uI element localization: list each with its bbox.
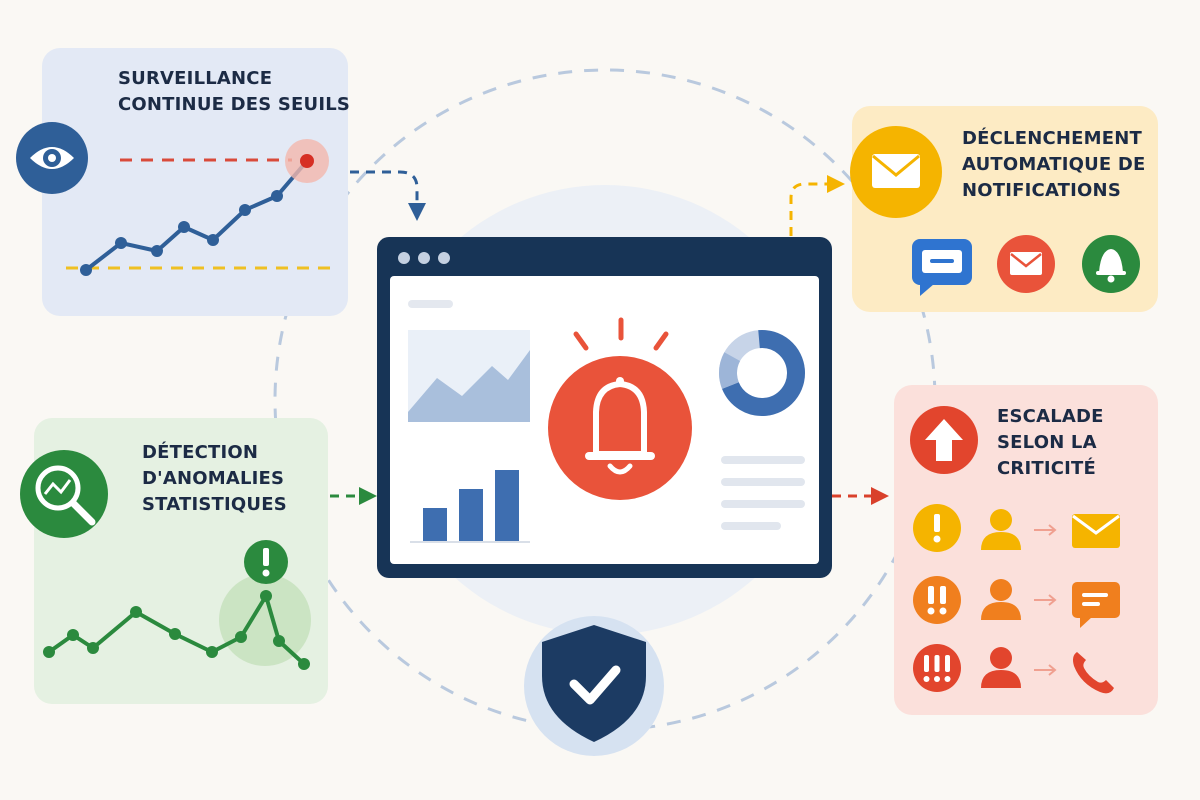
eye-icon <box>16 122 88 194</box>
escalation-panel <box>894 385 1158 715</box>
message-icon <box>1072 582 1120 628</box>
escalation-panel-title: Escalade selon la criticité <box>997 404 1147 482</box>
search-chart-icon <box>20 450 108 538</box>
area-chart-thumbnail <box>408 330 530 422</box>
title-line: Escalade <box>997 406 1104 427</box>
envelope-icon <box>1072 514 1120 548</box>
person-icon <box>981 647 1021 688</box>
title-line: Déclenchement <box>962 128 1142 149</box>
arrow-up-icon <box>910 406 978 474</box>
connector-threshold-to-center <box>350 170 426 221</box>
anomaly-alert-icon <box>244 540 288 584</box>
notification-panel-title: Déclenchement automatique de notificatio… <box>962 126 1152 204</box>
anomaly-trend-points <box>43 590 310 670</box>
envelope-icon <box>850 126 942 218</box>
title-line: automatique de <box>962 154 1146 175</box>
title-line: notifications <box>962 180 1121 201</box>
chat-bubble-icon <box>912 239 972 296</box>
escalation-level-1 <box>913 504 1120 552</box>
threshold-monitoring-panel <box>16 48 348 316</box>
anomaly-panel-title: Détection d'anomalies statistiques <box>142 440 322 518</box>
title-line: continue des seuils <box>118 94 351 115</box>
notification-panel <box>850 106 1158 312</box>
arrow-icon <box>1034 524 1057 536</box>
threshold-breach-point <box>285 139 329 183</box>
phone-icon <box>1073 652 1114 694</box>
donut-chart-thumbnail <box>719 329 805 416</box>
anomaly-trend-line <box>47 594 306 666</box>
shield-check-icon <box>524 616 664 756</box>
escalation-level-3 <box>913 644 1114 694</box>
person-icon <box>981 509 1021 550</box>
window-controls <box>398 252 450 264</box>
anomaly-detection-panel <box>20 418 328 704</box>
title-line: statistiques <box>142 494 287 515</box>
title-line: Surveillance <box>118 68 273 89</box>
arrow-icon <box>1034 594 1057 606</box>
bell-icon <box>1082 235 1140 293</box>
person-icon <box>981 579 1021 620</box>
title-line: d'anomalies <box>142 468 285 489</box>
threshold-trend-points <box>80 190 283 276</box>
dashboard-window <box>377 237 832 578</box>
escalation-level-2 <box>913 576 1120 628</box>
connector-center-to-notification <box>789 175 845 236</box>
envelope-icon <box>997 235 1055 293</box>
title-line: selon la <box>997 432 1097 453</box>
threshold-panel-title: Surveillance continue des seuils <box>118 66 351 118</box>
title-line: Détection <box>142 442 259 463</box>
text-placeholder-lines <box>721 456 805 530</box>
arrow-icon <box>1034 664 1057 676</box>
title-placeholder <box>408 300 453 308</box>
bell-icon <box>548 317 692 500</box>
title-line: criticité <box>997 458 1097 479</box>
anomaly-highlight <box>219 574 311 666</box>
bar-chart-thumbnail <box>410 470 530 543</box>
